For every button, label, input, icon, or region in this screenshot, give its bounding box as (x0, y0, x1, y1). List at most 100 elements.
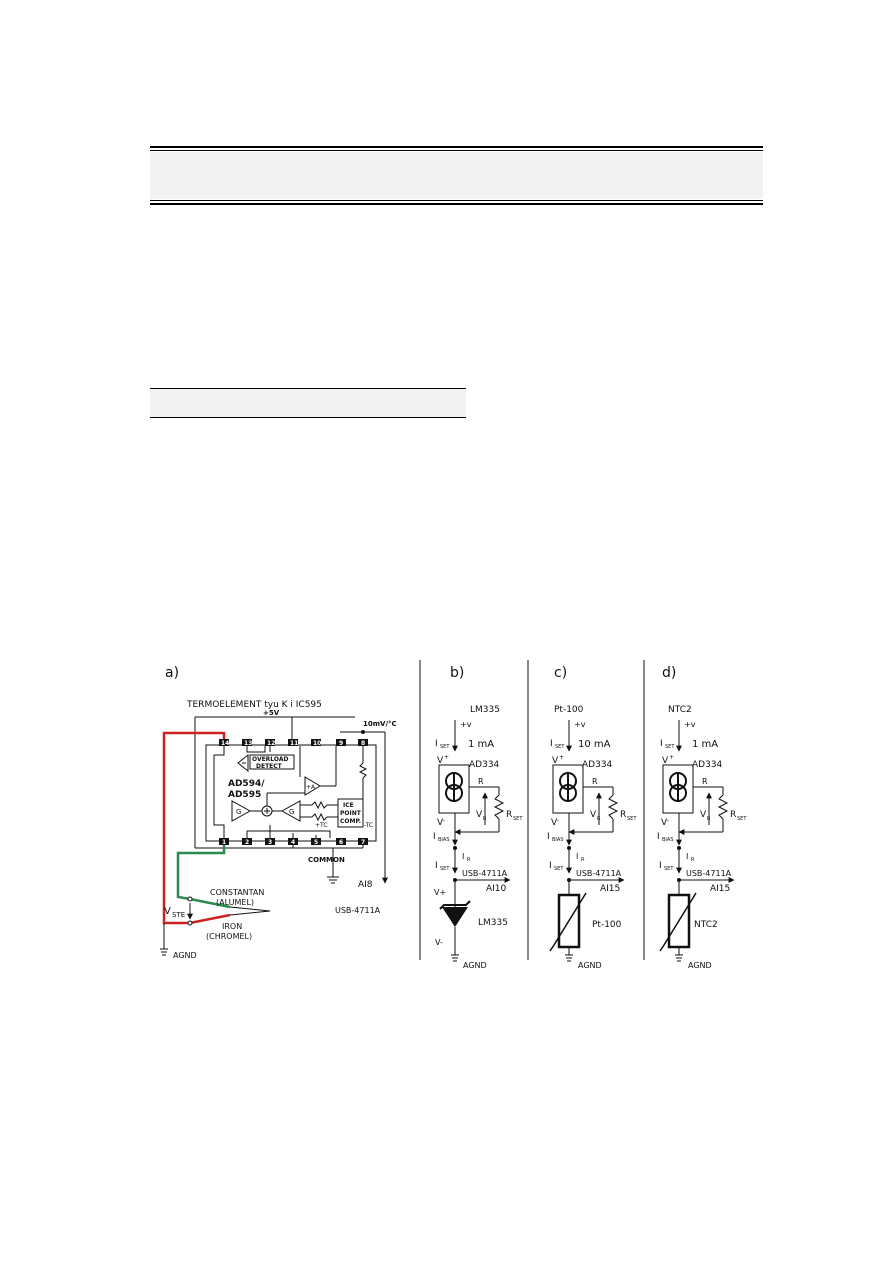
svg-text:POINT: POINT (340, 810, 362, 817)
svg-text:8: 8 (361, 740, 365, 747)
svg-text:V: V (700, 810, 707, 820)
svg-text:I: I (435, 861, 438, 871)
panel-d-sensor: NTC2 (668, 705, 692, 715)
panel-c-output: AI15 (600, 884, 620, 894)
panel-a-title: TERMOELEMENT tyu K i IC595 (186, 700, 322, 710)
svg-text:10: 10 (313, 740, 321, 747)
iron-label: IRON (222, 922, 242, 931)
svg-text:+A: +A (306, 784, 316, 791)
svg-text:V-: V- (435, 938, 443, 947)
svg-text:I: I (433, 832, 436, 842)
panel-b-source: AD334 (469, 760, 500, 770)
svg-text:G: G (236, 808, 241, 816)
chip-name-2: AD595 (228, 790, 261, 800)
svg-text:-: - (443, 817, 445, 824)
agnd-a: AGND (173, 951, 197, 960)
svg-text:SET: SET (665, 744, 675, 750)
svg-text:V: V (437, 818, 444, 828)
svg-text:+v: +v (684, 720, 696, 729)
bottom-pins: 1 2 3 4 5 6 7 (219, 838, 368, 846)
svg-text:STE: STE (172, 911, 185, 919)
vste-label: V (164, 906, 171, 917)
svg-text:USB-4711A: USB-4711A (686, 869, 732, 878)
svg-text:NTC2: NTC2 (694, 920, 718, 930)
common-label: COMMON (308, 856, 345, 864)
detect-text: DETECT (256, 763, 283, 770)
svg-text:+TC: +TC (315, 822, 328, 829)
svg-text:R: R (691, 857, 695, 863)
svg-text:SET: SET (513, 816, 523, 822)
svg-text:R: R (592, 777, 598, 786)
svg-text:SET: SET (664, 866, 674, 872)
svg-text:V: V (661, 818, 668, 828)
daq-label: USB-4711A (335, 906, 381, 915)
panel-a: a) TERMOELEMENT tyu K i IC595 +5V 10mV/°… (160, 665, 397, 960)
panel-b-label: b) (450, 665, 464, 681)
svg-text:14: 14 (221, 740, 229, 747)
svg-text:V: V (551, 818, 558, 828)
svg-text:V: V (662, 756, 669, 766)
chip-name-1: AD594/ (228, 779, 265, 789)
svg-text:BIAS: BIAS (552, 837, 564, 843)
panel-c-current: 10 mA (578, 739, 611, 750)
svg-text:BIAS: BIAS (438, 837, 450, 843)
supply-label: +5V (263, 709, 280, 717)
svg-text:9: 9 (339, 740, 343, 747)
svg-text:AD334: AD334 (692, 760, 723, 770)
svg-text:R: R (483, 816, 487, 822)
svg-text:V+: V+ (434, 888, 446, 897)
svg-text:7: 7 (361, 839, 365, 846)
svg-text:R: R (730, 810, 736, 820)
svg-text:SET: SET (554, 866, 564, 872)
svg-text:V: V (437, 756, 444, 766)
section-heading-band (150, 388, 466, 418)
red-wire (162, 731, 231, 925)
svg-text:1: 1 (222, 839, 226, 846)
svg-text:+v: +v (460, 720, 472, 729)
panel-d-current: 1 mA (692, 739, 718, 750)
svg-text:SET: SET (737, 816, 747, 822)
svg-text:I: I (657, 832, 660, 842)
svg-text:LM335: LM335 (478, 918, 508, 928)
svg-text:+v: +v (574, 720, 586, 729)
svg-text:BIAS: BIAS (662, 837, 674, 843)
svg-text:AGND: AGND (688, 961, 712, 970)
green-wire (176, 845, 231, 909)
svg-text:I: I (462, 852, 464, 861)
panel-d-label: d) (662, 665, 676, 681)
svg-text:I: I (659, 861, 662, 871)
panel-c-sensor: Pt-100 (554, 705, 584, 715)
svg-text:-TC: -TC (364, 822, 373, 829)
svg-text:R: R (702, 777, 708, 786)
svg-text:ICE: ICE (343, 802, 354, 809)
svg-text:G: G (289, 808, 294, 816)
svg-text:I: I (547, 832, 550, 842)
svg-text:I: I (549, 861, 552, 871)
panel-b-output: AI10 (486, 884, 507, 894)
constantan-label: CONSTANTAN (210, 888, 264, 897)
panel-d: d) NTC2 +v I SET 1 mA V + AD334 R V R R … (657, 665, 747, 970)
svg-text:I: I (686, 852, 688, 861)
svg-text:USB-4711A: USB-4711A (576, 869, 622, 878)
svg-text:SET: SET (440, 744, 450, 750)
svg-text:(CHROMEL): (CHROMEL) (206, 932, 252, 941)
svg-text:12: 12 (267, 740, 275, 747)
svg-text:COMP.: COMP. (340, 818, 361, 825)
svg-text:-: - (667, 817, 669, 824)
svg-text:SET: SET (627, 816, 637, 822)
svg-text:2: 2 (245, 839, 249, 846)
overload-text: OVERLOAD (252, 756, 288, 763)
svg-text:I: I (660, 739, 663, 749)
svg-text:SET: SET (555, 744, 565, 750)
svg-text:V: V (590, 810, 597, 820)
svg-text:R: R (707, 816, 711, 822)
svg-text:Pt-100: Pt-100 (592, 920, 622, 930)
svg-text:R: R (506, 810, 512, 820)
panel-c-label: c) (554, 665, 567, 681)
svg-text:5: 5 (314, 839, 318, 846)
panel-b-current: 1 mA (468, 739, 494, 750)
top-pins: 14 13 12 11 10 9 8 (219, 739, 368, 747)
svg-text:R: R (597, 816, 601, 822)
svg-text:6: 6 (339, 839, 343, 846)
svg-text:V: V (552, 756, 559, 766)
